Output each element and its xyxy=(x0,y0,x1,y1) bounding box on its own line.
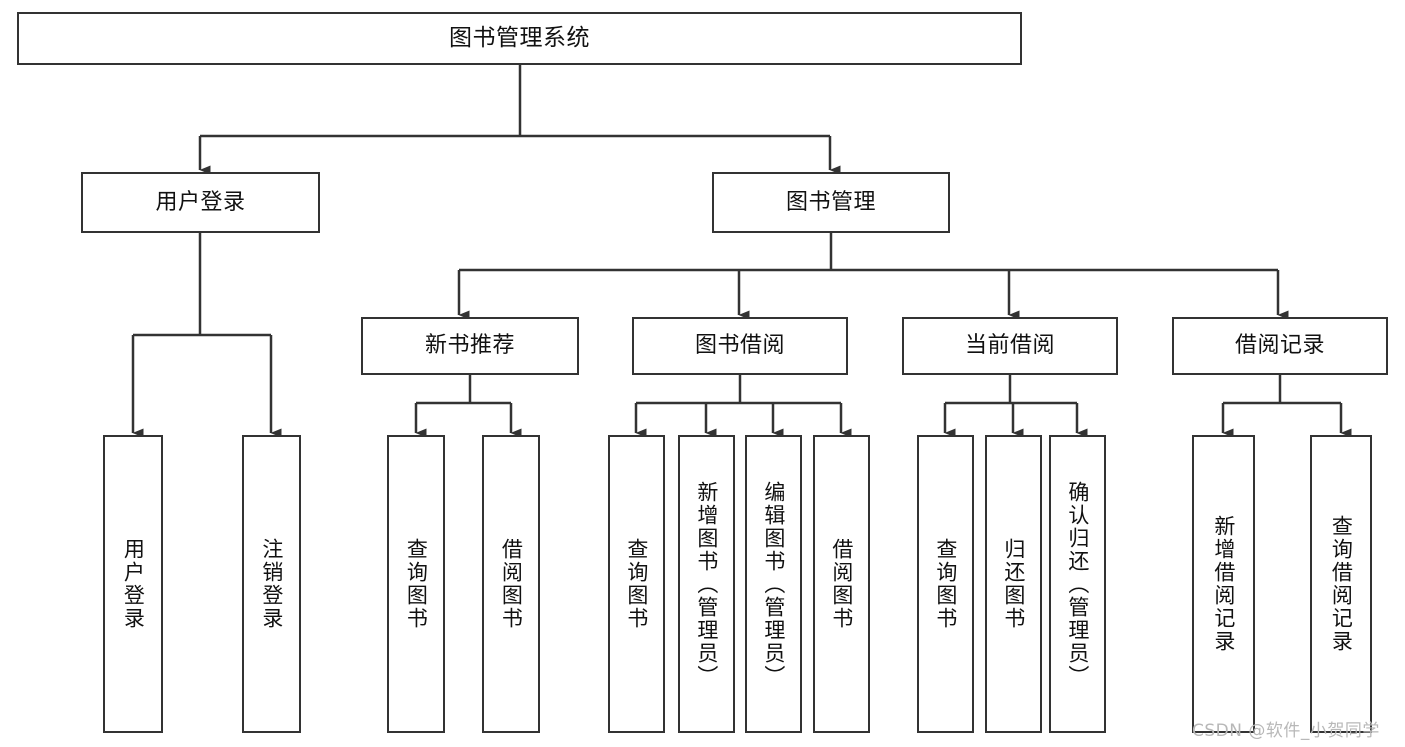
node-label: 注销登录 xyxy=(259,538,284,630)
node-label: 查询图书 xyxy=(404,538,429,630)
node-label: 确认归还（管理员） xyxy=(1065,480,1090,688)
node-box-leaf-query-book-1[interactable]: 查询图书 xyxy=(387,435,445,733)
node-label: 借阅图书 xyxy=(829,538,854,630)
node-label: 归还图书 xyxy=(1001,538,1026,630)
node-box-root[interactable]: 图书管理系统 xyxy=(17,12,1022,65)
node-box-leaf-borrow-book-1[interactable]: 借阅图书 xyxy=(482,435,540,733)
node-box-leaf-borrow-book-2[interactable]: 借阅图书 xyxy=(813,435,870,733)
node-box-book-manage[interactable]: 图书管理 xyxy=(712,172,950,233)
node-label: 图书管理系统 xyxy=(449,24,590,51)
node-label: 新增借阅记录 xyxy=(1211,515,1236,653)
node-box-leaf-logout[interactable]: 注销登录 xyxy=(242,435,301,733)
node-label: 新书推荐 xyxy=(424,333,515,359)
node-box-leaf-user-login[interactable]: 用户登录 xyxy=(103,435,163,733)
node-label: 借阅记录 xyxy=(1234,333,1325,359)
node-label: 当前借阅 xyxy=(964,333,1055,359)
node-label: 新增图书（管理员） xyxy=(694,480,719,688)
node-box-leaf-query-record[interactable]: 查询借阅记录 xyxy=(1310,435,1372,733)
node-box-book-borrow[interactable]: 图书借阅 xyxy=(632,317,848,375)
node-label: 用户登录 xyxy=(155,189,246,215)
node-box-leaf-add-book[interactable]: 新增图书（管理员） xyxy=(678,435,735,733)
node-label: 借阅图书 xyxy=(499,538,524,630)
node-box-leaf-edit-book[interactable]: 编辑图书（管理员） xyxy=(745,435,802,733)
node-label: 图书管理 xyxy=(785,189,876,215)
node-box-leaf-return-book[interactable]: 归还图书 xyxy=(985,435,1042,733)
node-box-leaf-confirm-return[interactable]: 确认归还（管理员） xyxy=(1049,435,1106,733)
node-box-leaf-query-book-2[interactable]: 查询图书 xyxy=(608,435,665,733)
node-label: 用户登录 xyxy=(121,538,146,630)
node-label: 查询图书 xyxy=(624,538,649,630)
node-box-user-login[interactable]: 用户登录 xyxy=(81,172,320,233)
node-label: 编辑图书（管理员） xyxy=(761,480,786,688)
node-label: 图书借阅 xyxy=(694,333,785,359)
connector-lines xyxy=(131,65,1352,438)
node-label: 查询图书 xyxy=(933,538,958,630)
node-label: 查询借阅记录 xyxy=(1329,515,1354,653)
node-box-new-book-recommend[interactable]: 新书推荐 xyxy=(361,317,579,375)
node-box-current-borrow[interactable]: 当前借阅 xyxy=(902,317,1118,375)
node-box-leaf-query-book-3[interactable]: 查询图书 xyxy=(917,435,974,733)
node-box-leaf-add-record[interactable]: 新增借阅记录 xyxy=(1192,435,1255,733)
node-box-borrow-record[interactable]: 借阅记录 xyxy=(1172,317,1388,375)
